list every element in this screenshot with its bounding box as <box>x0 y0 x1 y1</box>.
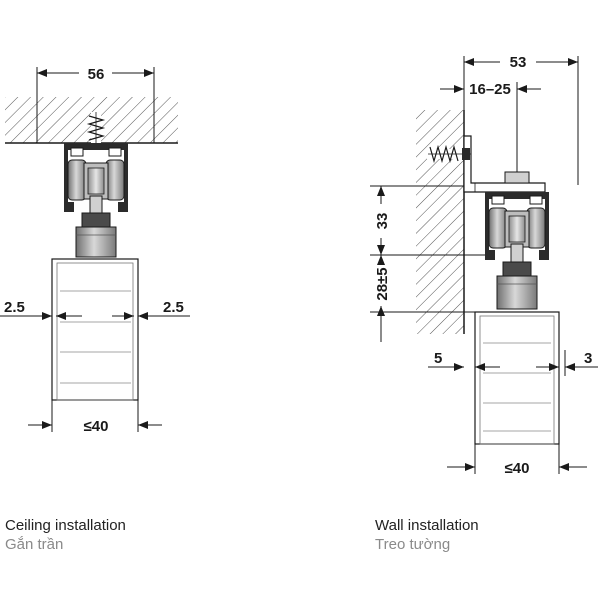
ceiling-caption: Ceiling installation Gắn trần <box>5 516 126 554</box>
wall-dim-door-label: ≤40 <box>505 460 530 477</box>
ceiling-dim-width: 56 <box>36 66 155 143</box>
ceiling-dim-gap-left: 2.5 <box>0 299 82 320</box>
wall-dim-vertical: 33 28±5 <box>370 185 485 342</box>
wall-hanger-bolt <box>496 261 538 310</box>
ceiling-screw <box>86 112 106 146</box>
wall-dim-upper-label: 33 <box>374 213 391 230</box>
wall-dim-total: 53 <box>463 54 579 185</box>
wall-dim-total-label: 53 <box>510 54 527 71</box>
ceiling-dim-width-label: 56 <box>88 66 105 83</box>
ceiling-dim-door: ≤40 <box>28 400 162 435</box>
wall-dim-gap-left-label: 5 <box>434 350 442 367</box>
ceiling-caption-en: Ceiling installation <box>5 517 126 534</box>
wall-dim-offset: 16–25 <box>440 81 541 160</box>
ceiling-dim-gap-right-label: 2.5 <box>163 299 184 316</box>
ceiling-dim-gap-left-label: 2.5 <box>4 299 25 316</box>
ceiling-installation-drawing: 56 2.5 2.5 ≤40 <box>0 66 190 435</box>
wall-installation-drawing: 53 16–25 33 28±5 5 <box>370 54 598 477</box>
wall-caption-en: Wall installation <box>375 517 479 534</box>
wall-dim-door: ≤40 <box>447 444 587 477</box>
wall-dim-gap-right-label: 3 <box>584 350 592 367</box>
wall-dim-gap-left: 5 <box>428 350 500 371</box>
wall-track-profile <box>485 192 549 260</box>
ceiling-door-panel <box>51 258 139 401</box>
wall-dim-lower-label: 28±5 <box>374 267 391 300</box>
ceiling-roller-carriage <box>67 159 125 215</box>
wall-screw <box>427 144 471 164</box>
wall-bracket <box>463 135 546 193</box>
wall-door-panel <box>474 311 560 445</box>
wall-dim-gap-right: 3 <box>536 350 598 376</box>
wall-dim-offset-label: 16–25 <box>469 81 511 98</box>
ceiling-dim-gap-right: 2.5 <box>112 299 190 320</box>
wall-caption: Wall installation Treo tường <box>375 516 479 554</box>
ceiling-hanger-bolt <box>75 212 117 258</box>
wall-block <box>416 110 465 334</box>
ceiling-caption-vi: Gắn trần <box>5 536 64 553</box>
wall-caption-vi: Treo tường <box>375 536 451 553</box>
ceiling-dim-door-label: ≤40 <box>84 418 109 435</box>
wall-roller-carriage <box>488 207 546 263</box>
ceiling-track-profile <box>64 143 128 212</box>
